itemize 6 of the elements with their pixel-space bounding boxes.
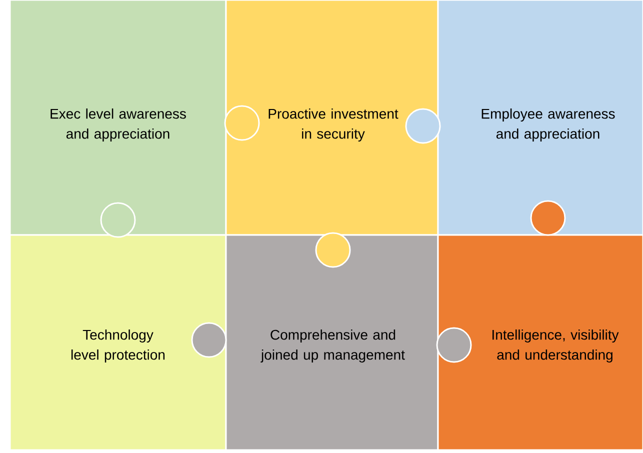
puzzle-piece: Exec level awareness and appreciation	[9, 0, 227, 236]
puzzle-piece: Intelligence, visibility and understanding	[437, 234, 643, 451]
puzzle-piece: Comprehensive and joined up management	[225, 234, 439, 451]
puzzle-piece: Technology level protection	[9, 234, 227, 451]
puzzle-piece: Employee awareness and appreciation	[437, 0, 643, 236]
puzzle-piece: Proactive investment in security	[225, 0, 439, 236]
